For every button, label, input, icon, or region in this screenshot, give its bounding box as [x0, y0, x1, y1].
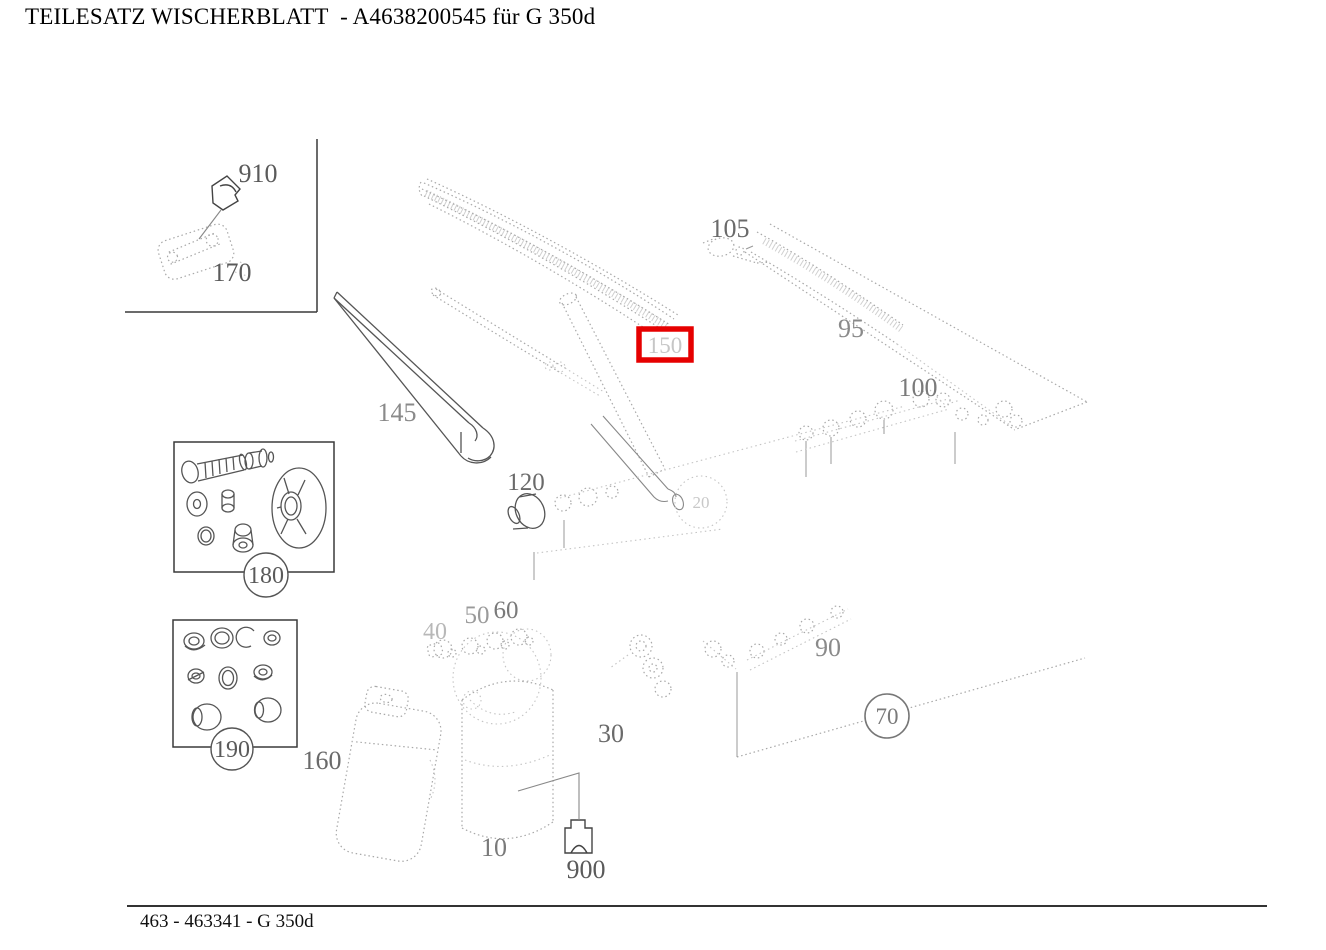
connector-900	[517, 772, 593, 854]
callout-20: 20	[693, 493, 710, 512]
callout-70: 70	[876, 704, 899, 729]
callout-30[interactable]: 30	[598, 719, 624, 748]
callout-105[interactable]: 105	[711, 214, 750, 243]
grommets-40-50-60	[426, 628, 534, 659]
kit-180-ring	[197, 526, 215, 546]
linkage-rod-90	[702, 605, 852, 671]
kit-190-nuts-row1	[183, 626, 281, 651]
page-title: TEILESATZ WISCHERBLATT - A4638200545 für…	[25, 4, 596, 29]
callout-160[interactable]: 160	[303, 746, 342, 775]
washer-pump-10	[461, 680, 554, 840]
callout-910[interactable]: 910	[239, 159, 278, 188]
ghost-arm-center	[533, 292, 684, 580]
nozzle-105	[702, 237, 771, 264]
wiper-rubber-strip	[430, 287, 605, 397]
callout-circle-180[interactable]: 180	[243, 552, 289, 598]
callout-100[interactable]: 100	[899, 373, 938, 402]
wiper-blade-band-150	[418, 178, 679, 340]
callout-190: 190	[214, 737, 250, 763]
bracket-box-910-170	[125, 139, 318, 313]
footer-text: 463 - 463341 - G 350d	[140, 911, 314, 932]
callout-circle-190[interactable]: 190	[210, 727, 254, 771]
highlight-box-150[interactable]: 150	[636, 326, 694, 363]
kit-190-caps-row3	[191, 697, 282, 731]
part-170-connector	[157, 223, 253, 280]
callout-circle-70[interactable]: 70	[864, 693, 910, 739]
part-910-cap	[198, 175, 241, 240]
kit-box-180: 180	[173, 441, 335, 598]
pump-cluster-30	[609, 634, 672, 698]
ghost-callout-20[interactable]: 20	[674, 475, 728, 529]
callout-95[interactable]: 95	[838, 314, 864, 343]
callout-150: 150	[648, 333, 683, 358]
footer-divider	[127, 905, 1267, 907]
callout-180: 180	[248, 563, 284, 589]
kit-180-bolt	[181, 453, 248, 484]
callout-170[interactable]: 170	[213, 258, 252, 287]
callout-50[interactable]: 50	[465, 602, 490, 629]
callout-40[interactable]: 40	[423, 619, 447, 645]
kit-180-wheel	[271, 467, 327, 549]
kit-box-190: 190	[172, 619, 298, 771]
callout-120[interactable]: 120	[507, 469, 545, 496]
kit-180-sleeve	[221, 489, 235, 513]
callout-90[interactable]: 90	[815, 633, 841, 662]
callout-labels: 910 170 105 95 100 145 120 160 40 50 60 …	[213, 159, 938, 884]
linkage-frame-ghost: 20 70	[536, 390, 1086, 758]
callout-10[interactable]: 10	[481, 833, 507, 862]
callout-145[interactable]: 145	[378, 398, 417, 427]
callout-900[interactable]: 900	[567, 855, 606, 884]
kit-180-bushing	[232, 523, 254, 553]
part-145-profile	[333, 291, 495, 464]
callout-60[interactable]: 60	[494, 597, 519, 624]
pump-housing-ghost	[452, 628, 552, 725]
part-120-cap	[507, 492, 546, 530]
wiper-arm-95-100	[744, 223, 1088, 464]
kit-180-washer	[186, 491, 208, 517]
kit-190-nuts-row2	[187, 664, 273, 690]
washer-reservoir-160	[335, 685, 442, 862]
kit-180-stud	[244, 448, 275, 470]
